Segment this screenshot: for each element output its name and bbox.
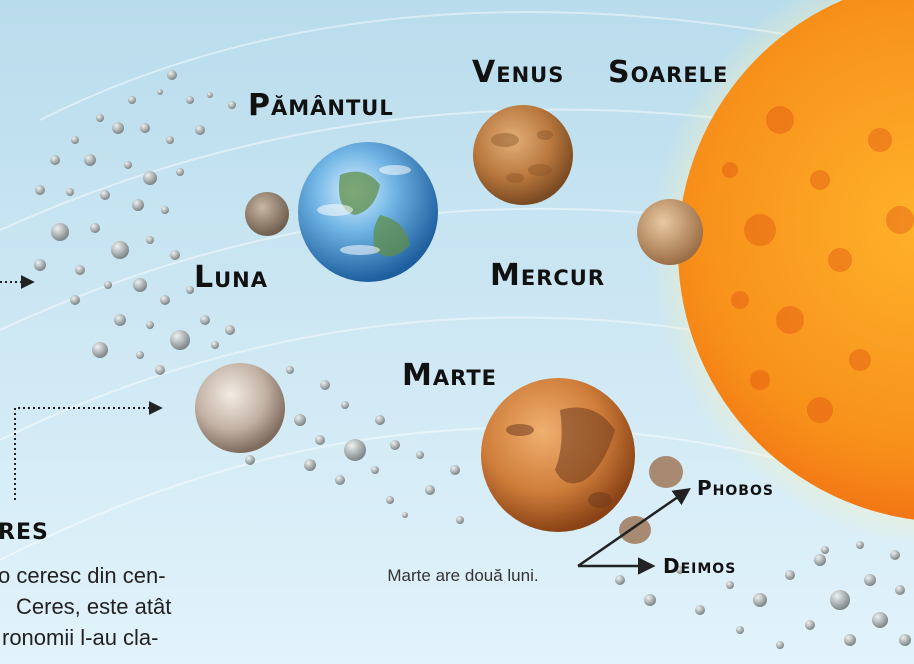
mars-moons-caption: Marte are două luni.: [358, 565, 568, 587]
ceres-dwarf-planet: [195, 363, 285, 453]
label-moon: Luna: [194, 260, 268, 295]
label-sun: Soarele: [608, 55, 728, 90]
ceres-text-line-1: o ceresc din cen-: [0, 562, 166, 590]
moon: [245, 192, 289, 236]
label-earth: Pământul: [248, 88, 394, 123]
venus-planet: [473, 105, 573, 205]
label-phobos: Phobos: [697, 476, 774, 500]
phobos-moon: [649, 456, 683, 488]
mercury-planet: [637, 199, 703, 265]
label-venus: Venus: [472, 55, 564, 90]
label-mars: Marte: [402, 358, 497, 393]
ceres-text-line-2: Ceres, este atât: [16, 593, 171, 621]
mars-planet: [481, 378, 635, 532]
label-deimos: Deimos: [663, 554, 736, 578]
label-ceres: res: [0, 520, 49, 545]
label-mercury: Mercur: [490, 258, 605, 293]
ceres-text-line-3: ronomii l-au cla-: [2, 624, 159, 652]
